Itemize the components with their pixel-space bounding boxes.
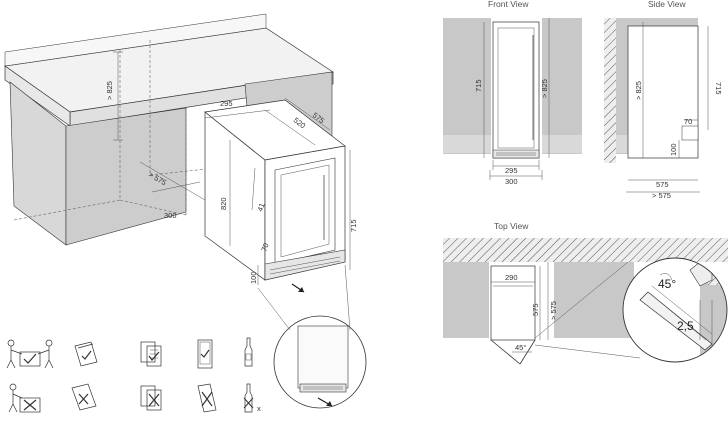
dim-iso-825: > 825 bbox=[105, 81, 114, 100]
dim-iso-41: 41 bbox=[255, 202, 266, 213]
dim-front-825: > 825 bbox=[540, 79, 549, 98]
manual-ok-icon bbox=[74, 341, 98, 367]
dim-side-575: 575 bbox=[656, 180, 669, 189]
manual-no-icon bbox=[71, 383, 97, 411]
top-counter-right bbox=[554, 262, 634, 338]
unit-tilted-no-icon bbox=[197, 383, 217, 413]
left-cabinet-front bbox=[65, 107, 187, 246]
vent-detail-circle bbox=[257, 264, 367, 409]
dim-front-295: 295 bbox=[505, 166, 518, 175]
cooler-door-glass bbox=[280, 164, 330, 258]
niche-outline bbox=[13, 40, 246, 221]
cooler-door-frame bbox=[274, 157, 336, 265]
dim-front-715: 715 bbox=[474, 79, 483, 92]
unit-upright-ok-icon bbox=[197, 339, 213, 369]
top-wall-hatch bbox=[443, 238, 728, 262]
iso-dimension-lines bbox=[113, 51, 351, 285]
dim-side-825: > 825 bbox=[634, 81, 643, 100]
cooler-plinth bbox=[264, 249, 346, 281]
dim-iso-295: 295 bbox=[220, 99, 233, 108]
side-wall-hatch bbox=[604, 18, 616, 163]
side-view-title: Side View bbox=[648, 0, 687, 9]
dim-top-575: 575 bbox=[531, 303, 540, 316]
dim-iso-70: 70 bbox=[259, 242, 270, 253]
side-view: Side View > 825 715 70 100 575 > 575 bbox=[604, 0, 723, 200]
front-wall-right bbox=[542, 18, 582, 154]
two-person-lift-ok-icon bbox=[6, 339, 54, 369]
dim-side-100: 100 bbox=[669, 143, 678, 156]
one-person-lift-no-icon bbox=[8, 383, 41, 413]
front-view: Front View 715 > 825 295 300 bbox=[443, 0, 582, 186]
handling-icons: x bbox=[6, 337, 261, 413]
front-wall-left bbox=[443, 18, 491, 154]
dim-iso-100: 100 bbox=[249, 271, 258, 284]
detail-angle-label: 45° bbox=[658, 277, 676, 291]
dim-top-575b: > 575 bbox=[549, 301, 558, 320]
dim-side-70: 70 bbox=[684, 117, 692, 126]
iso-installation-view: > 825 > 575 300 295 520 575 820 715 41 7… bbox=[4, 13, 358, 293]
cooler-vent bbox=[269, 256, 341, 275]
vent-arrow-head bbox=[298, 287, 304, 292]
dim-front-300: 300 bbox=[505, 177, 518, 186]
detail-gap-label: 2,5 bbox=[677, 319, 694, 333]
dim-iso-715: 715 bbox=[349, 219, 358, 232]
svg-text:45°: 45° bbox=[515, 343, 526, 352]
checklist-no-icon bbox=[140, 385, 162, 411]
svg-text:x: x bbox=[257, 404, 261, 413]
bottle-no-icon: x bbox=[243, 383, 261, 413]
hinge-detail-circle: 45° 2,5 bbox=[622, 257, 728, 363]
bottle-ok-icon bbox=[244, 337, 253, 367]
front-view-title: Front View bbox=[488, 0, 529, 9]
dim-iso-300: 300 bbox=[164, 211, 177, 220]
dim-top-290: 290 bbox=[505, 273, 518, 282]
top-unit bbox=[490, 265, 536, 341]
dim-side-715: 715 bbox=[714, 82, 723, 95]
top-counter-left bbox=[443, 262, 489, 338]
front-unit bbox=[492, 21, 540, 159]
top-view-title: Top View bbox=[494, 221, 529, 231]
checklist-ok-icon bbox=[140, 341, 162, 367]
backsplash bbox=[4, 13, 267, 67]
dim-iso-820: 820 bbox=[219, 197, 228, 210]
dim-side-575b: > 575 bbox=[652, 191, 671, 200]
